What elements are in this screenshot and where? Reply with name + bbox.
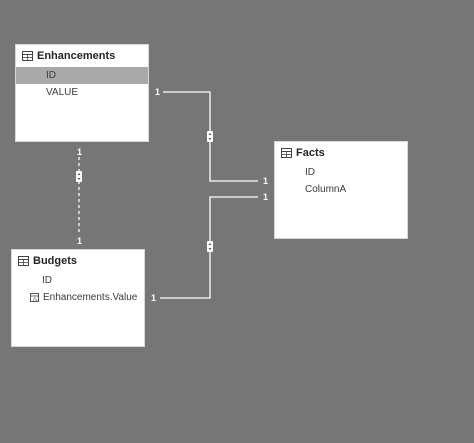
table-title: Enhancements [37, 50, 116, 62]
table-header[interactable]: Facts [275, 142, 407, 164]
table-icon [22, 51, 33, 61]
cardinality-label: 1 [77, 147, 83, 157]
field-columna[interactable]: ColumnA [305, 184, 347, 195]
table-icon [18, 256, 29, 266]
cardinality-label: 1 [151, 293, 157, 303]
field-label: Enhancements.Value [43, 292, 138, 303]
field-id[interactable]: ID [16, 67, 148, 84]
cardinality-label: 1 [77, 236, 83, 246]
table-header[interactable]: Enhancements [16, 45, 148, 67]
svg-text:fx: fx [32, 297, 38, 302]
cross-filter-icon [76, 171, 82, 182]
cardinality-label: 1 [155, 87, 161, 97]
field-value[interactable]: VALUE [46, 87, 79, 98]
table-title: Facts [296, 147, 325, 159]
field-id[interactable]: ID [42, 275, 52, 286]
calculated-column-icon: fx [30, 293, 39, 302]
field-id[interactable]: ID [305, 167, 315, 178]
table-icon [281, 148, 292, 158]
table-title: Budgets [33, 255, 77, 267]
table-card-enhancements[interactable]: Enhancements ID VALUE [15, 44, 149, 142]
table-card-budgets[interactable]: Budgets ID fx Enhancements.Value [11, 249, 145, 347]
field-enhancements-value[interactable]: fx Enhancements.Value [12, 289, 144, 306]
cross-filter-icon [207, 241, 213, 252]
cardinality-label: 1 [263, 192, 269, 202]
cardinality-label: 1 [263, 176, 269, 186]
table-card-facts[interactable]: Facts ID ColumnA [274, 141, 408, 239]
cross-filter-icon [207, 131, 213, 142]
table-header[interactable]: Budgets [12, 250, 144, 272]
